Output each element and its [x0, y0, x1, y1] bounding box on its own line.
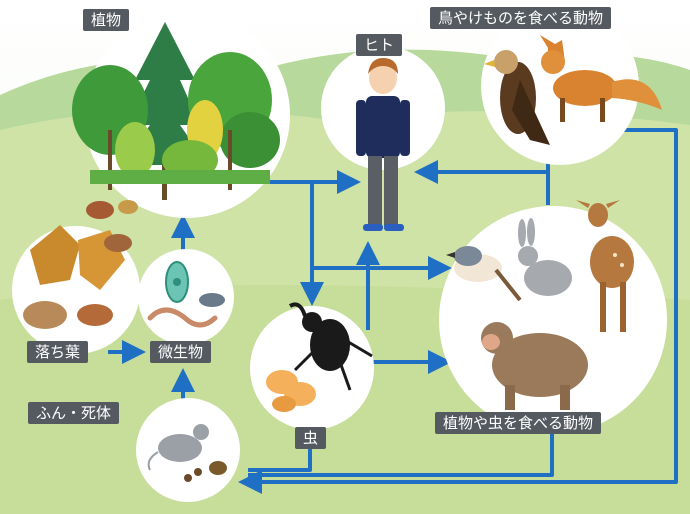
herbivores-label: 植物や虫を食べる動物 — [435, 412, 602, 434]
rabbit-icon — [518, 218, 572, 296]
dung-corpse-label: ふん・死体 — [28, 402, 120, 424]
arrow-herbivores-to-dung — [248, 432, 554, 477]
microbes-label: 微生物 — [150, 341, 212, 363]
person-icon — [356, 58, 410, 231]
arrow-insect-to-dung — [248, 440, 312, 472]
predators-label: 鳥やけものを食べる動物 — [430, 7, 612, 29]
arrow-plants-to-insect — [295, 180, 324, 306]
leaf-icon — [23, 200, 138, 329]
butterfly-icon — [266, 370, 316, 412]
eagle-icon — [484, 50, 550, 145]
tree-icon — [72, 22, 280, 200]
mouse-icon — [147, 424, 227, 482]
human-label: ヒト — [356, 34, 403, 56]
arrow-predators-to-dung — [238, 128, 678, 494]
insect-label: 虫 — [295, 427, 327, 449]
deer-icon — [576, 200, 634, 332]
fox-icon — [540, 35, 662, 122]
fallen-leaves-label: 落ち葉 — [27, 341, 89, 363]
monkey-icon — [481, 322, 588, 410]
flow-arrows — [108, 126, 678, 494]
plants-label: 植物 — [83, 9, 130, 31]
beetle-icon — [288, 302, 373, 391]
bird-icon — [446, 246, 522, 302]
microbe-icon — [147, 261, 225, 328]
herbivores-circle — [439, 206, 667, 434]
